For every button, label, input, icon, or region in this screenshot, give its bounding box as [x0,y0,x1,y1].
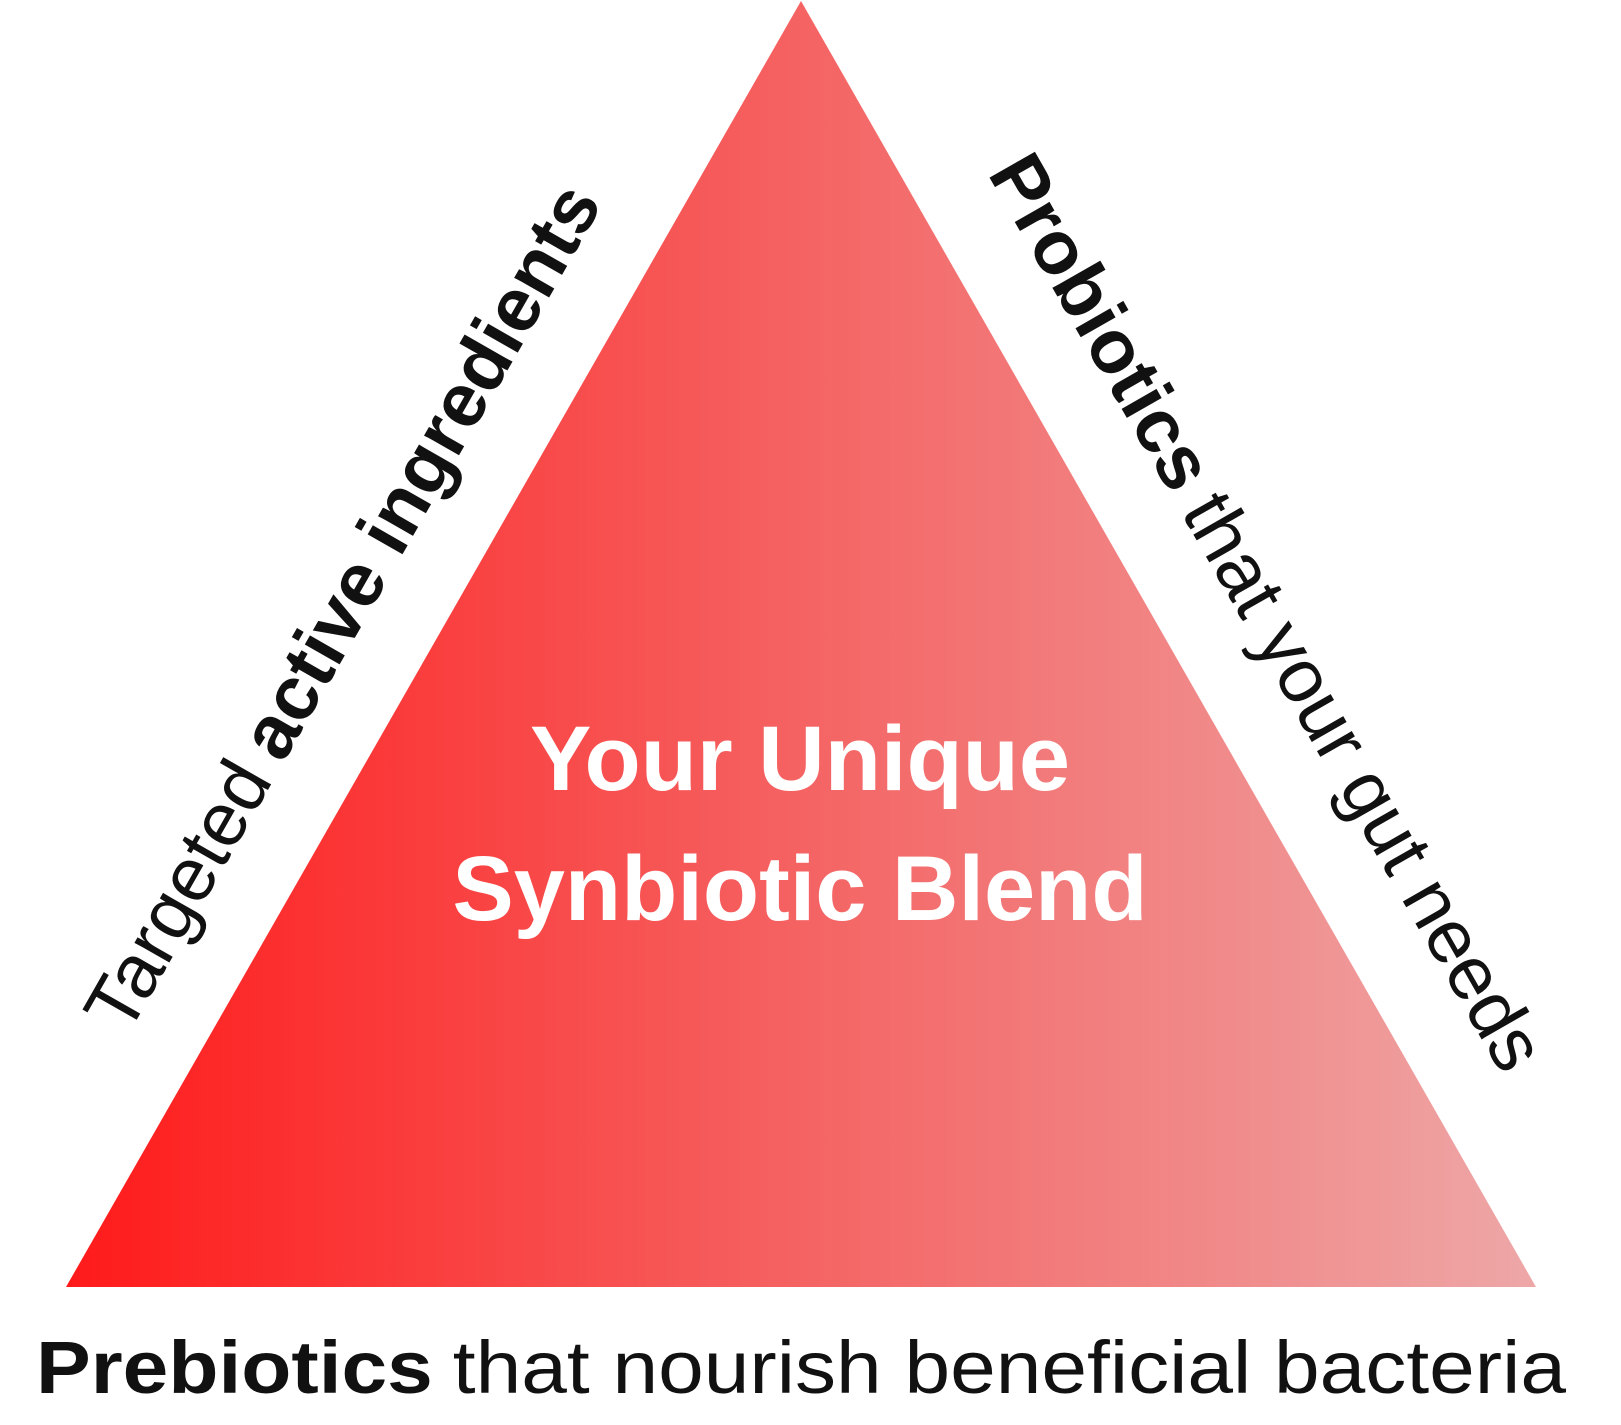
bottom-label-light: that nourish beneficial bacteria [453,1326,1567,1409]
triangle-shape [66,1,1536,1287]
center-title-line2: Synbiotic Blend [452,838,1147,940]
center-title-line1: Your Unique [530,708,1070,810]
bottom-label-bold: Prebiotics [36,1326,433,1409]
